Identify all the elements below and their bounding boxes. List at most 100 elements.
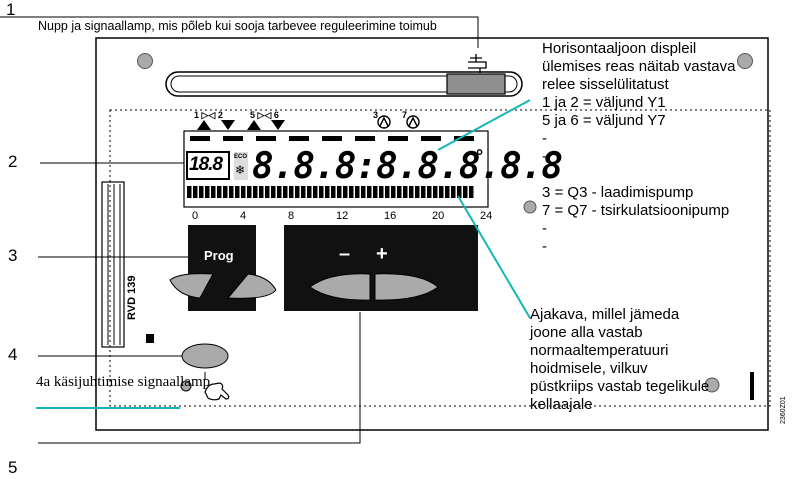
relay-explanation-line: - <box>542 220 547 237</box>
relay-explanation-line: Horisontaaljoon displeil <box>542 40 697 57</box>
schedule-segment <box>343 186 348 198</box>
relay-indicator-row <box>190 136 474 141</box>
relay-label-5-6: 5 ▷◁ 6 <box>250 110 279 120</box>
relay-bar <box>388 136 408 141</box>
prog-right-button[interactable] <box>226 273 277 299</box>
relay-bar <box>256 136 276 141</box>
relay-markers <box>197 120 285 130</box>
schedule-segment <box>361 186 366 198</box>
minus-button[interactable] <box>309 273 371 301</box>
manual-signal-lamp <box>180 380 192 392</box>
schedule-explanation-line: hoidmisele, vilkuv <box>530 360 648 377</box>
manual-button[interactable] <box>181 343 229 369</box>
schedule-segment <box>241 186 246 198</box>
relay-explanation-line: 5 ja 6 = väljund Y7 <box>542 112 666 129</box>
schedule-segment <box>235 186 240 198</box>
relay-explanation-line: - <box>542 166 547 183</box>
tap-icon <box>468 54 487 73</box>
schedule-explanation-line: püstkriips vastab tegelikule <box>530 378 710 395</box>
figure-reference: 2360Z01 <box>780 396 787 424</box>
relay-bar <box>454 136 474 141</box>
schedule-segment <box>289 186 294 198</box>
schedule-segment <box>403 186 408 198</box>
device-housing <box>95 37 769 431</box>
schedule-segment <box>427 186 432 198</box>
time-axis-label: 24 <box>480 210 493 222</box>
schedule-segment <box>253 186 258 198</box>
schedule-segment <box>451 186 456 198</box>
relay-label-1-2: 1 ▷◁ 2 <box>194 110 223 120</box>
schedule-segment <box>205 186 210 198</box>
schedule-segment <box>283 186 288 198</box>
relay-bar <box>421 136 441 141</box>
schedule-segment <box>187 186 192 198</box>
callout-lines-cyan <box>36 99 531 409</box>
schedule-segment <box>433 186 438 198</box>
model-label-marker <box>146 334 154 343</box>
schedule-segment <box>295 186 300 198</box>
time-axis-label: 8 <box>288 210 295 222</box>
relay-explanation-line: 1 ja 2 = väljund Y1 <box>542 94 666 111</box>
schedule-segment <box>301 186 306 198</box>
callout-4a-text: 4a käsijuhtimise signaallamp <box>36 374 211 390</box>
schedule-segment <box>223 186 228 198</box>
schedule-segment <box>439 186 444 198</box>
relay-explanation-line: - <box>542 148 547 165</box>
schedule-segment <box>397 186 402 198</box>
schedule-explanation-line: kellaajale <box>530 396 593 413</box>
schedule-segment <box>379 186 384 198</box>
schedule-segment <box>457 186 462 198</box>
screw-top-left <box>137 53 153 69</box>
schedule-segment <box>331 186 336 198</box>
relay-bar <box>190 136 210 141</box>
schedule-segment <box>211 186 216 198</box>
schedule-segment <box>391 186 396 198</box>
schedule-segment <box>229 186 234 198</box>
relay-bar <box>223 136 243 141</box>
schedule-segment <box>277 186 282 198</box>
schedule-segment <box>385 186 390 198</box>
hand-icon <box>204 382 230 401</box>
pump-label-7: 7 <box>402 110 408 120</box>
relay-bar <box>322 136 342 141</box>
schedule-segment <box>193 186 198 198</box>
schedule-explanation: Ajakava, millel jämeda joone alla vastab… <box>530 306 792 414</box>
dhw-button[interactable] <box>446 73 506 95</box>
time-axis-label: 12 <box>336 210 349 222</box>
screw-mid-right <box>523 200 537 214</box>
schedule-segment <box>307 186 312 198</box>
relay-explanation-line: relee sisselülitatust <box>542 76 669 93</box>
time-axis-label: 0 <box>192 210 199 222</box>
time-axis-label: 20 <box>432 210 445 222</box>
relay-bar <box>289 136 309 141</box>
plus-label: + <box>376 243 388 265</box>
main-digits: 8.8.8:8.8.8.8.8 <box>252 146 563 187</box>
pump-icons <box>377 115 420 129</box>
relay-explanation-line: - <box>542 130 547 147</box>
latch-bottom-right <box>750 372 754 400</box>
small-digits-box <box>186 151 230 180</box>
relay-bar <box>355 136 375 141</box>
callout-5: 5 <box>8 458 18 477</box>
callout-3: 3 <box>8 246 18 265</box>
schedule-segment <box>349 186 354 198</box>
schedule-segment <box>325 186 330 198</box>
prog-left-button[interactable] <box>169 273 214 299</box>
eco-box <box>234 152 248 180</box>
pump-label-3: 3 <box>373 110 379 120</box>
plus-button[interactable] <box>374 273 439 301</box>
schedule-explanation-line: normaaltemperatuuri <box>530 342 669 359</box>
schedule-explanation-line: Ajakava, millel jämeda <box>530 306 680 323</box>
minus-label: – <box>339 243 351 265</box>
eco-label: ECO <box>234 154 248 160</box>
schedule-segment <box>445 186 450 198</box>
schedule-segment <box>415 186 420 198</box>
schedule-segment <box>265 186 270 198</box>
relay-explanation-line: ülemises reas näitab vastava <box>542 58 736 75</box>
prog-label: Prog <box>204 248 234 263</box>
callout-lines <box>0 16 479 444</box>
schedule-bar-row <box>187 186 474 198</box>
callout-1: 1 <box>6 0 16 19</box>
left-rail <box>101 181 125 348</box>
schedule-segment <box>409 186 414 198</box>
